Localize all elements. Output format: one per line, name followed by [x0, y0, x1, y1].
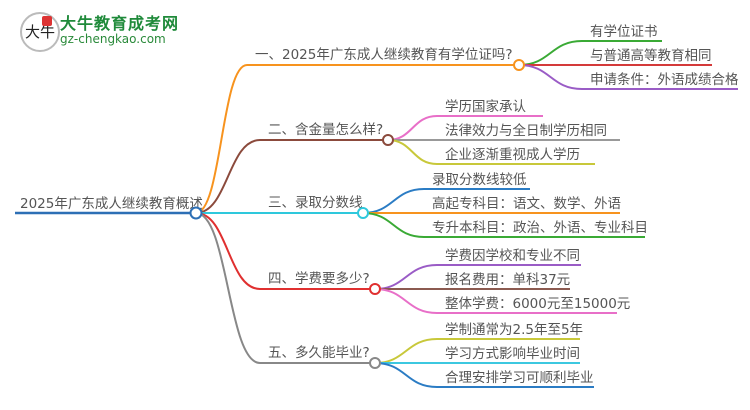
logo-url: gz-chengkao.com: [60, 32, 166, 46]
branch-collapse-toggle[interactable]: [369, 283, 381, 295]
leaf-label: 录取分数线较低: [432, 172, 527, 188]
root-node[interactable]: 2025年广东成人继续教育概述: [15, 196, 203, 215]
logo-mark-text: 大牛: [24, 23, 55, 41]
leaf-label: 专升本科目：政治、外语、专业科目: [432, 220, 648, 236]
leaf-label: 与普通高等教育相同: [590, 47, 712, 64]
leaf-node[interactable]: 与普通高等教育相同: [582, 47, 712, 66]
leaf-connector: [518, 64, 583, 90]
leaf-node[interactable]: 法律效力与全日制学历相同: [437, 122, 620, 141]
leaf-node[interactable]: 学费因学校和专业不同: [437, 247, 581, 266]
leaf-node[interactable]: 高起专科目：语文、数学、外语: [424, 195, 621, 214]
leaf-connector: [374, 264, 438, 290]
logo-mark-icon: 大牛: [20, 12, 60, 52]
leaf-node[interactable]: 学历国家承认: [437, 98, 543, 117]
leaf-node[interactable]: 申请条件：外语成绩合格: [582, 71, 739, 90]
leaf-node[interactable]: 学习方式影响毕业时间: [437, 346, 580, 364]
branch-node[interactable]: 二、含金量怎么样?: [260, 122, 388, 141]
leaf-node[interactable]: 合理安排学习可顺利毕业: [437, 370, 594, 388]
branch-collapse-toggle[interactable]: [513, 59, 525, 71]
leaf-node[interactable]: 录取分数线较低: [424, 172, 530, 190]
branch-node[interactable]: 五、多久能毕业?: [260, 344, 375, 364]
branch-label: 二、含金量怎么样?: [268, 122, 383, 138]
leaf-connector: [387, 115, 438, 141]
leaf-node[interactable]: 报名费用：单科37元: [437, 272, 570, 290]
branch-label: 一、2025年广东成人继续教育有学位证吗?: [255, 47, 513, 63]
leaf-connector: [374, 362, 438, 388]
leaf-label: 学习方式影响毕业时间: [445, 346, 580, 362]
site-logo[interactable]: 大牛 大牛教育成考网 gz-chengkao.com: [20, 10, 200, 54]
leaf-connector: [374, 288, 438, 314]
logo-seal-icon: [42, 16, 52, 26]
leaf-label: 学费因学校和专业不同: [445, 247, 580, 264]
leaf-label: 学历国家承认: [445, 98, 526, 115]
branch-label: 三、录取分数线: [268, 195, 363, 211]
leaf-label: 申请条件：外语成绩合格: [590, 71, 739, 88]
branch-node[interactable]: 三、录取分数线: [260, 195, 363, 214]
branch-node[interactable]: 一、2025年广东成人继续教育有学位证吗?: [247, 47, 519, 66]
branch-label: 四、学费要多少?: [268, 270, 370, 287]
leaf-label: 学制通常为2.5年至5年: [445, 322, 583, 338]
leaf-connector: [362, 188, 425, 214]
leaf-label: 合理安排学习可顺利毕业: [445, 370, 594, 386]
leaf-label: 法律效力与全日制学历相同: [445, 122, 607, 139]
leaf-connector: [387, 139, 438, 165]
leaf-node[interactable]: 企业逐渐重视成人学历: [437, 146, 595, 165]
root-label: 2025年广东成人继续教育概述: [20, 196, 203, 212]
leaf-label: 整体学费：6000元至15000元: [445, 296, 630, 312]
branch-collapse-toggle[interactable]: [369, 357, 381, 369]
branch-connector: [195, 212, 261, 290]
branch-connector: [195, 139, 261, 214]
leaf-label: 企业逐渐重视成人学历: [445, 146, 580, 163]
branch-connector: [195, 64, 248, 214]
leaf-connector: [374, 338, 438, 364]
leaf-node[interactable]: 专升本科目：政治、外语、专业科目: [424, 220, 648, 238]
leaf-connector: [518, 40, 583, 66]
leaf-node[interactable]: 学制通常为2.5年至5年: [437, 322, 583, 340]
branch-connector: [195, 212, 261, 364]
leaf-label: 报名费用：单科37元: [445, 272, 570, 288]
branch-collapse-toggle[interactable]: [357, 207, 369, 219]
branch-label: 五、多久能毕业?: [268, 344, 370, 361]
leaf-node[interactable]: 有学位证书: [582, 24, 662, 42]
leaf-label: 高起专科目：语文、数学、外语: [432, 195, 621, 212]
leaf-connector: [362, 212, 425, 238]
branch-node[interactable]: 四、学费要多少?: [260, 270, 375, 290]
leaf-label: 有学位证书: [590, 24, 658, 40]
leaf-node[interactable]: 整体学费：6000元至15000元: [437, 296, 630, 314]
branch-collapse-toggle[interactable]: [382, 134, 394, 146]
root-collapse-toggle[interactable]: [189, 206, 203, 220]
logo-title: 大牛教育成考网: [60, 14, 180, 33]
